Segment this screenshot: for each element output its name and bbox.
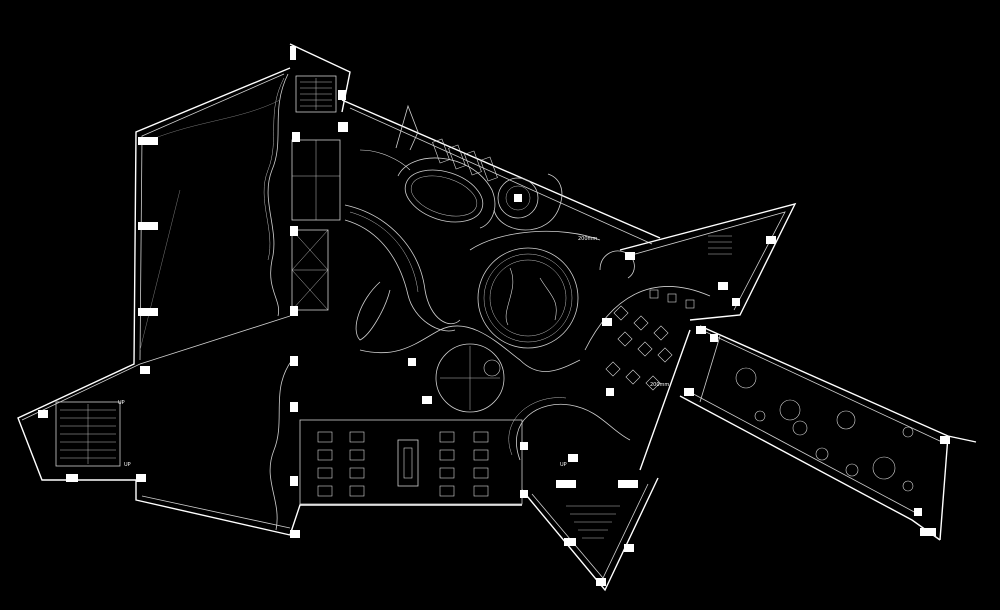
desk-area: [299, 419, 523, 505]
right-arm-top-inner: [705, 331, 943, 443]
left-wing-inner-wall: [139, 73, 285, 361]
left-wing-curve-guide: [149, 99, 281, 141]
bottom-wing-stair-treads: [566, 505, 620, 539]
left-wing-wall: [17, 67, 291, 536]
right-wing-stair-treads: [708, 235, 732, 255]
cafe-seating: [605, 289, 695, 391]
oval-pool: [404, 169, 484, 223]
top-tower-wall: [289, 43, 351, 113]
round-atrium: [477, 247, 579, 349]
right-arm-end-wall: [939, 435, 949, 541]
right-upper-wing-wall: [619, 202, 797, 321]
dim-label-1: 200mm: [578, 236, 597, 242]
wavy-wall-lower: [269, 359, 293, 531]
bottom-wing-inner: [531, 483, 649, 579]
desk-rows: [317, 431, 489, 497]
wavy-wall-upper-inner: [263, 77, 285, 261]
top-stair-treads: [300, 78, 332, 110]
wavy-wall-upper: [267, 73, 289, 317]
outer-walls: [17, 43, 977, 592]
lobby-curves: [359, 230, 711, 461]
right-arm-glazing: [699, 335, 721, 403]
left-stair-treads: [60, 404, 116, 464]
bottom-wing-wall: [521, 477, 659, 592]
southeast-diagonal-wall: [639, 329, 691, 471]
left-wing-diagonal-guide: [139, 189, 181, 351]
circular-features: [355, 157, 579, 413]
curved-walls: [139, 73, 293, 531]
central-bottom-wall: [289, 504, 522, 536]
curved-partition-left: [355, 281, 391, 341]
upper-diagonal-wall: [341, 99, 661, 239]
structural-columns: [38, 46, 950, 586]
dim-label-2: 200mm: [650, 382, 669, 388]
right-upper-wing-inner: [627, 211, 786, 311]
lounge-seating: [735, 367, 914, 492]
stair-label-left-2: UP: [124, 462, 131, 468]
left-stair: [55, 401, 121, 467]
stair-label-left-1: UP: [118, 400, 125, 406]
stair-label-center: UP: [560, 462, 567, 468]
upper-kiosks: [359, 104, 498, 182]
upper-diagonal-inner: [349, 107, 653, 245]
top-stair: [295, 75, 337, 113]
left-wing-lower-inner-2: [141, 495, 291, 529]
desk-area-outline: [299, 419, 523, 505]
curved-seating-band: [344, 204, 461, 332]
right-arm-bottom-inner: [685, 389, 919, 515]
round-room: [435, 343, 505, 413]
central-core: UP UP: [55, 75, 732, 539]
round-kiosk: [497, 177, 539, 219]
left-wing-lower-inner: [21, 315, 291, 421]
right-arm-bottom-wall: [679, 395, 941, 541]
